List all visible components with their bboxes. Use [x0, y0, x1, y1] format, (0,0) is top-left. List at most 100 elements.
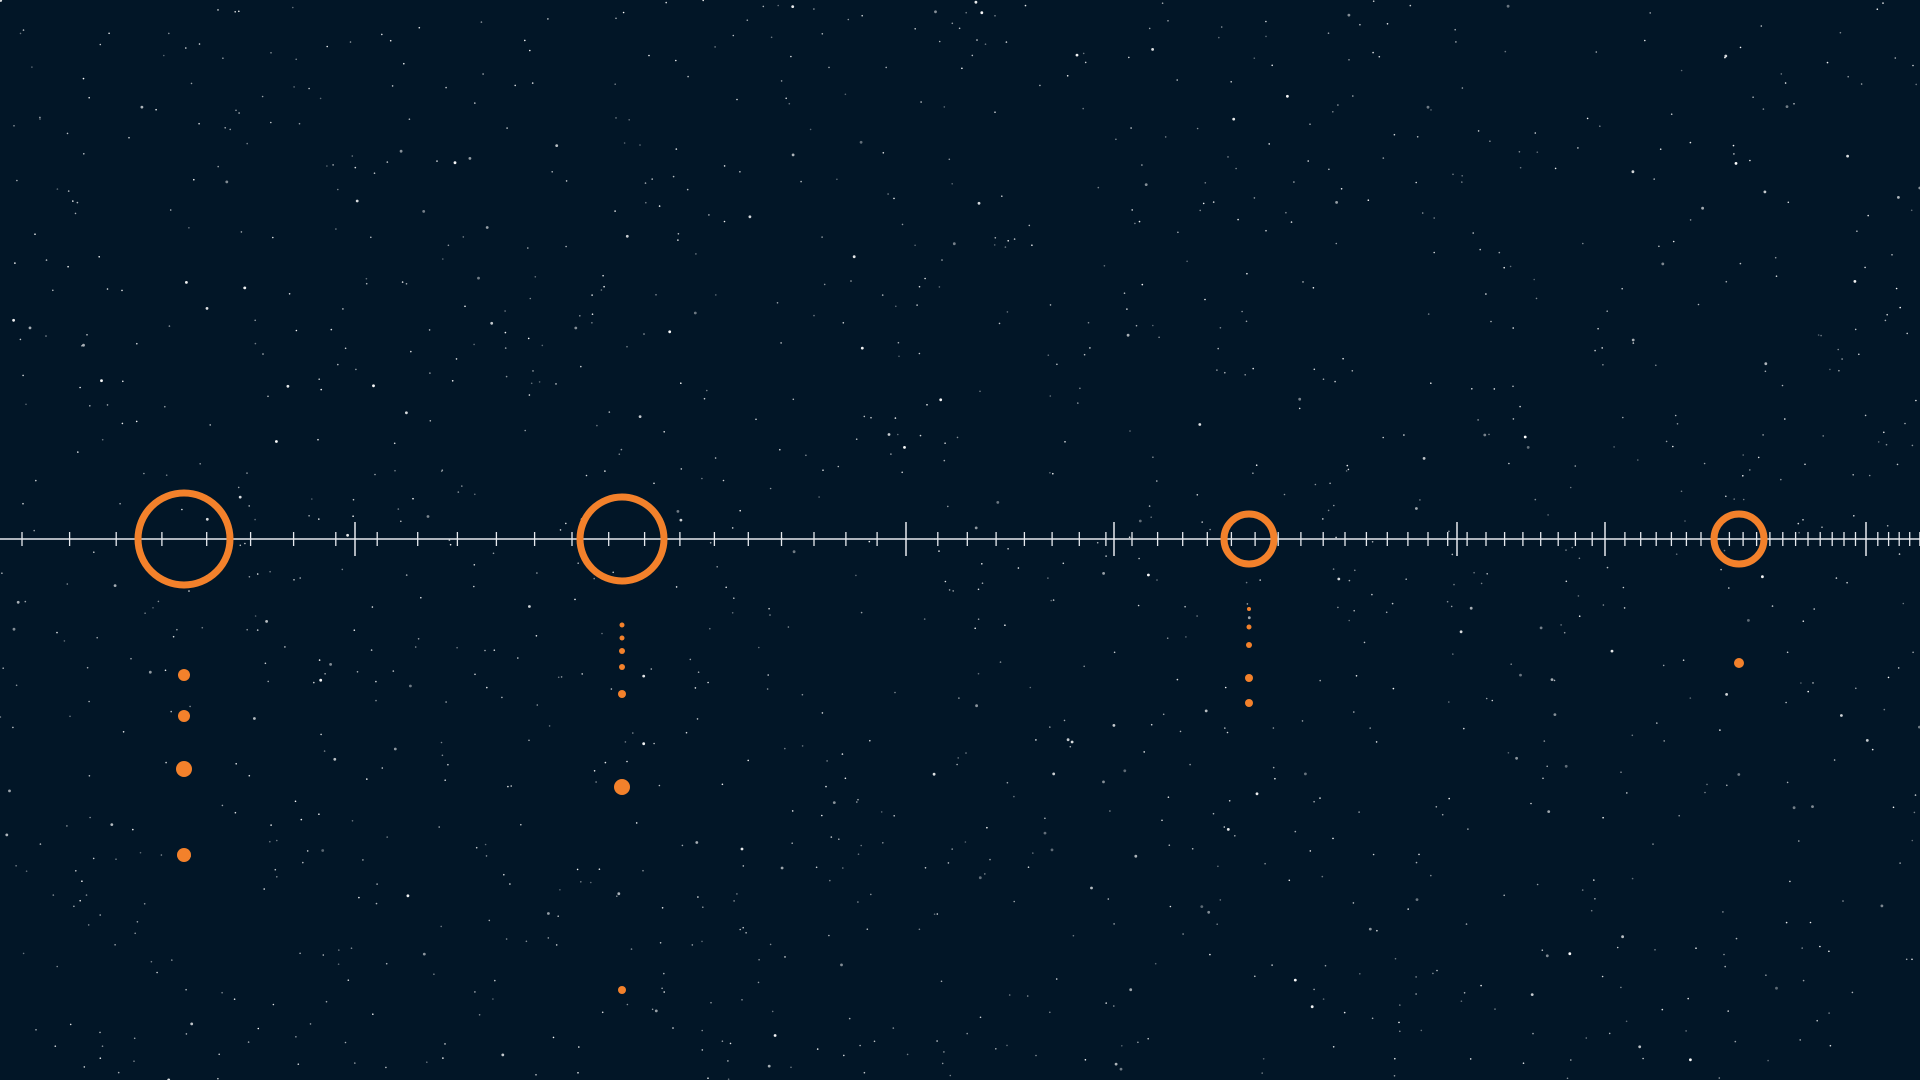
star	[964, 841, 967, 843]
star	[318, 378, 321, 381]
star	[842, 322, 845, 324]
star	[428, 329, 431, 331]
star	[1761, 575, 1764, 579]
star	[1253, 57, 1256, 59]
star	[608, 411, 611, 413]
star	[1853, 515, 1855, 517]
star	[531, 82, 534, 84]
star	[1595, 51, 1598, 53]
star	[1856, 230, 1858, 232]
star	[445, 86, 447, 89]
star	[1454, 28, 1456, 31]
star	[165, 761, 167, 764]
star	[1430, 382, 1432, 385]
star	[784, 956, 786, 958]
star	[1656, 722, 1658, 724]
star	[288, 293, 291, 295]
star	[493, 649, 496, 651]
star	[1602, 364, 1604, 366]
star	[792, 398, 795, 401]
star	[995, 1048, 997, 1050]
star	[1119, 1067, 1123, 1071]
star	[1420, 1029, 1423, 1032]
star	[326, 165, 328, 167]
star	[1733, 498, 1735, 500]
star	[1829, 368, 1831, 371]
star	[1138, 220, 1141, 223]
star	[1498, 251, 1501, 254]
star	[1569, 486, 1572, 489]
star	[264, 662, 267, 665]
star	[1578, 615, 1581, 617]
star	[81, 345, 83, 347]
star	[302, 861, 304, 864]
star	[1265, 35, 1267, 38]
star	[981, 582, 984, 584]
star	[1829, 1044, 1832, 1047]
star	[1885, 443, 1888, 446]
star	[449, 543, 452, 546]
star	[723, 165, 726, 167]
star	[844, 777, 847, 780]
star	[1348, 579, 1351, 582]
star	[1268, 143, 1270, 145]
star	[769, 487, 772, 490]
star	[1138, 557, 1140, 560]
star	[1522, 1062, 1525, 1064]
star	[1853, 280, 1857, 283]
star	[976, 39, 978, 41]
star	[270, 52, 272, 54]
star	[168, 32, 170, 35]
star	[1246, 603, 1249, 605]
star	[441, 754, 444, 757]
star	[321, 849, 325, 852]
star	[1826, 61, 1829, 64]
star	[1368, 927, 1372, 931]
star	[1774, 256, 1777, 259]
star	[1084, 1059, 1087, 1061]
star	[1554, 167, 1557, 170]
star	[855, 574, 857, 577]
star	[1082, 107, 1084, 110]
star	[246, 142, 248, 145]
star	[801, 693, 804, 696]
star	[1786, 651, 1789, 654]
star	[136, 342, 138, 345]
star	[106, 288, 109, 290]
star	[433, 973, 435, 975]
star	[821, 236, 823, 238]
star	[376, 883, 378, 885]
star	[957, 757, 959, 759]
star	[1577, 147, 1579, 149]
star	[1224, 686, 1227, 689]
star	[121, 422, 124, 425]
star	[1312, 287, 1315, 289]
star	[1345, 470, 1348, 472]
star	[739, 171, 741, 173]
star	[93, 551, 95, 553]
star	[217, 9, 219, 11]
star	[1168, 844, 1171, 846]
star	[106, 404, 109, 406]
star	[1259, 579, 1261, 581]
star	[12, 627, 16, 631]
star	[632, 732, 634, 734]
star	[1398, 1021, 1400, 1024]
star	[1737, 773, 1741, 776]
star	[1382, 436, 1384, 439]
star	[887, 433, 891, 436]
star	[1097, 186, 1100, 189]
star	[85, 894, 88, 896]
star	[1638, 1045, 1642, 1049]
star	[1911, 839, 1914, 842]
star	[1835, 577, 1838, 579]
star	[1419, 499, 1421, 501]
star	[221, 991, 223, 994]
star	[1846, 581, 1848, 584]
star	[1150, 723, 1153, 726]
star	[1337, 104, 1339, 106]
star	[320, 388, 323, 391]
star	[16, 179, 18, 182]
star	[1891, 254, 1893, 256]
star	[1049, 472, 1051, 474]
